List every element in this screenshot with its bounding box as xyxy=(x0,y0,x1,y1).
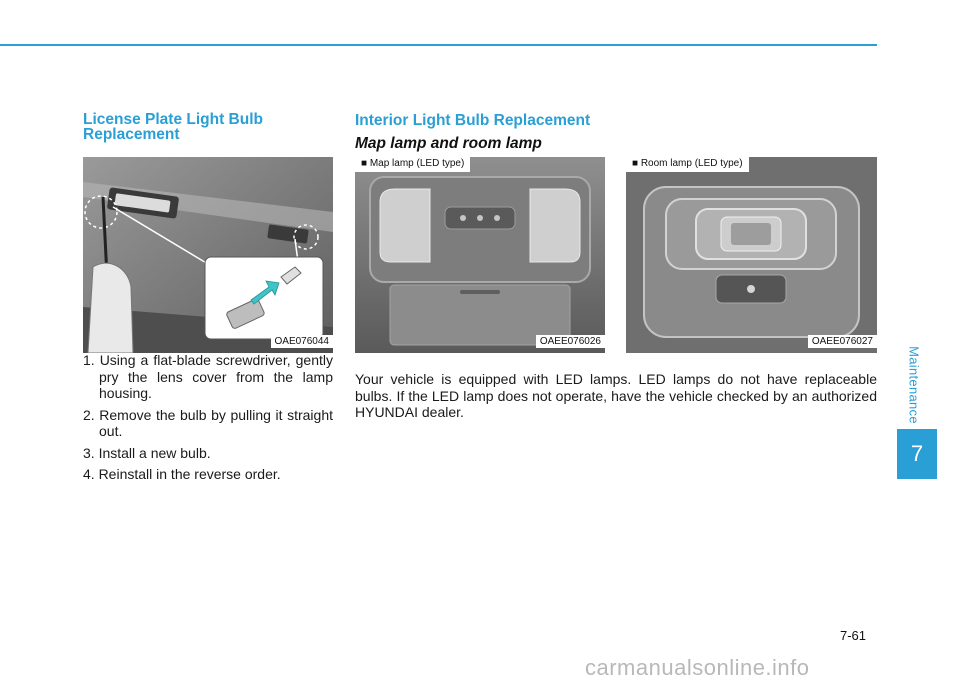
step-2: 2. Remove the bulb by pulling it straigh… xyxy=(83,406,333,440)
chapter-tab[interactable]: 7 xyxy=(897,429,937,479)
map-lamp-caption: ■ Map lamp (LED type) xyxy=(355,157,471,172)
step-3: 3. Install a new bulb. xyxy=(83,444,211,461)
license-plate-heading: License Plate Light Bulb Replacement xyxy=(83,111,263,143)
interior-subheading: Map lamp and room lamp xyxy=(355,135,542,152)
map-lamp-image-code: OAEE076026 xyxy=(535,335,605,348)
room-lamp-caption: ■ Room lamp (LED type) xyxy=(626,157,749,172)
room-lamp-illustration xyxy=(626,157,877,353)
license-plate-photo: OAE076044 xyxy=(83,157,333,353)
step-1: 1. Using a flat-blade screwdriver, gentl… xyxy=(83,352,333,401)
page-number: 7-61 xyxy=(840,628,867,643)
map-lamp-photo: ■ Map lamp (LED type) OAEE076026 xyxy=(355,157,605,353)
interior-heading: Interior Light Bulb Replacement xyxy=(355,112,591,129)
license-plate-illustration xyxy=(83,157,333,353)
watermark: carmanualsonline.info xyxy=(585,655,810,680)
top-rule xyxy=(0,44,877,46)
interior-body-text: Your vehicle is equipped with LED lamps.… xyxy=(355,371,877,420)
license-steps: 1. Using a flat-blade screwdriver, gentl… xyxy=(83,352,333,488)
room-lamp-image-code: OAEE076027 xyxy=(807,335,877,348)
room-lamp-photo: ■ Room lamp (LED type) OAEE076027 xyxy=(626,157,877,353)
step-4: 4. Reinstall in the reverse order. xyxy=(83,466,281,482)
map-lamp-illustration xyxy=(355,157,605,353)
section-side-label: Maintenance xyxy=(906,346,922,424)
license-image-code: OAE076044 xyxy=(270,335,333,348)
